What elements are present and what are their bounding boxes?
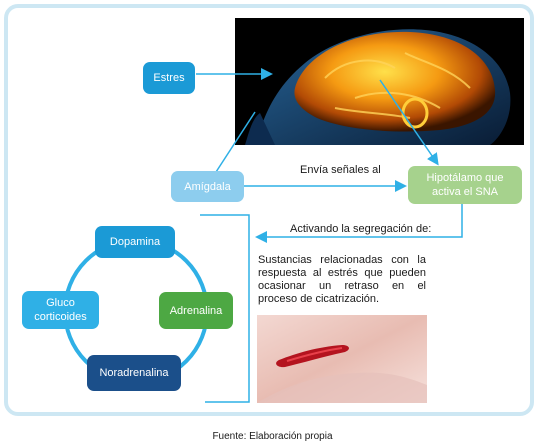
- node-estres: Estres: [143, 62, 195, 94]
- brain-image: [235, 18, 524, 145]
- label-envia: Envía señales al: [300, 164, 381, 176]
- node-adrenalina: Adrenalina: [159, 292, 233, 329]
- node-gluco: Gluco corticoides: [22, 291, 99, 329]
- node-dopamina: Dopamina: [95, 226, 175, 258]
- node-amigdala: Amígdala: [171, 171, 244, 202]
- arrow-brain-hipotalamo: [379, 79, 439, 166]
- label-sustancias: Sustancias relacionadas con la respuesta…: [258, 254, 426, 305]
- source-caption: Fuente: Elaboración propia: [212, 431, 333, 442]
- wound-image: [257, 315, 427, 403]
- cycle-bracket: [200, 214, 250, 403]
- node-noradrenalina: Noradrenalina: [87, 355, 181, 391]
- label-activando: Activando la segregación de:: [290, 223, 432, 235]
- arrow-hipotalamo-cycle: [255, 204, 463, 243]
- node-hipotalamo: Hipotálamo que activa el SNA: [408, 166, 522, 204]
- arrow-brain-amigdala: [215, 111, 256, 173]
